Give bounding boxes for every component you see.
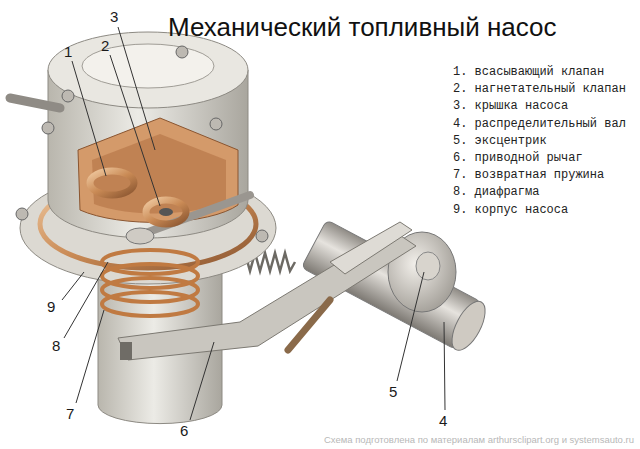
callout-number: 8	[52, 338, 60, 353]
callout-number: 9	[47, 299, 55, 314]
return-spring	[102, 250, 198, 316]
pivot-pin	[288, 300, 330, 350]
callout-number: 2	[101, 38, 109, 53]
inlet-pipe	[10, 98, 60, 108]
callout-number: 4	[439, 413, 447, 428]
leader-lines	[62, 27, 445, 420]
callout-number: 1	[64, 44, 72, 59]
part-key-entry: 4. распределительный вал	[453, 118, 626, 130]
part-key-entry: 7. возвратная пружина	[453, 169, 604, 181]
title: Механический топливный насос	[168, 12, 557, 43]
callout-number: 7	[66, 406, 74, 421]
watermark: Схема подготовлена по материалам arthurs…	[324, 435, 634, 445]
callout-number: 5	[389, 384, 397, 399]
part-key-entry: 5. эксцентрик	[453, 135, 547, 147]
part-key-entry: 6. приводной рычаг	[453, 152, 583, 164]
suction-valve	[90, 171, 134, 195]
screws	[16, 46, 268, 242]
callout-number: 6	[180, 423, 188, 438]
part-key-entry: 1. всасывающий клапан	[453, 66, 604, 78]
part-key-entry: 2. нагнетательный клапан	[453, 83, 626, 95]
pushrod	[140, 195, 250, 235]
part-key-entry: 3. крышка насоса	[453, 100, 568, 112]
part-key-entry: 9. корпус насоса	[453, 204, 568, 216]
part-key-entry: 8. диафрагма	[453, 186, 539, 198]
callout-number: 3	[110, 9, 118, 24]
discharge-valve	[146, 200, 186, 224]
